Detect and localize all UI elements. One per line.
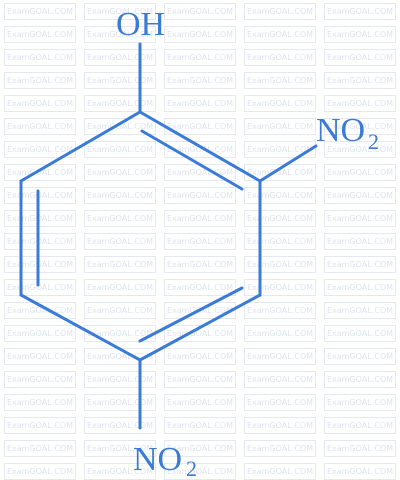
para-nitro-label: NO — [133, 441, 182, 478]
para-nitro-subscript: 2 — [186, 456, 197, 480]
double-bond-inner-bottom-right — [138, 286, 244, 343]
ring-bond-top-left — [19, 110, 142, 183]
ring-bond-bottom-left — [19, 293, 142, 362]
hydroxyl-label: OH — [116, 6, 165, 43]
ortho-nitro-label: NO — [316, 112, 365, 149]
ring-bond-bottom-right — [138, 293, 262, 362]
double-bond-inner-top-right — [140, 129, 244, 191]
ring-bond-top-right — [138, 110, 262, 183]
bond-to-ortho-nitro — [258, 144, 318, 183]
ortho-nitro-subscript: 2 — [368, 129, 379, 154]
